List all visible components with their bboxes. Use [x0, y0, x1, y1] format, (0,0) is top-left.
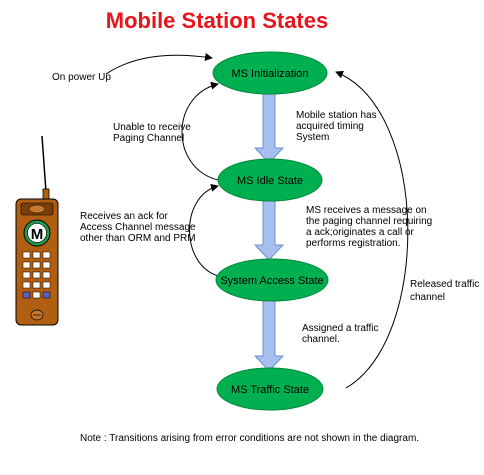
idle-to-access-arrow [253, 200, 285, 261]
idle-to-init-label: Unable to receive Paging Channel [113, 122, 194, 144]
mobile-phone-icon: M [15, 135, 59, 326]
traffic-to-init-label: Released traffic channel [410, 279, 482, 303]
access-to-idle-arrow [189, 183, 219, 277]
diagram-title: Mobile Station States [106, 8, 328, 33]
power-up-label: On power Up [52, 72, 111, 83]
access-to-idle-label: Receives an ack for Access Channel messa… [80, 211, 198, 244]
footnote: Note : Transitions arising from error co… [80, 433, 419, 444]
phone-keypad [22, 251, 51, 299]
state-system-access: System Access State [215, 258, 329, 302]
state-label-idle: MS Idle State [237, 175, 303, 187]
phone-logo: M [31, 226, 44, 243]
state-ms-initialization: MS Initialization [212, 51, 328, 95]
init-to-idle-label: Mobile station has acquired timing Syste… [296, 110, 379, 143]
state-label-system-access: System Access State [220, 275, 323, 287]
init-to-idle-arrow [253, 93, 285, 164]
idle-to-access-label: MS receives a message on the paging chan… [306, 205, 435, 249]
state-label-traffic: MS Traffic State [231, 384, 309, 396]
state-ms-traffic: MS Traffic State [216, 367, 324, 411]
state-label-initialization: MS Initialization [231, 68, 308, 80]
traffic-to-init-arrow [335, 70, 409, 389]
access-to-traffic-arrow [253, 299, 285, 372]
idle-to-init-arrow [181, 81, 219, 181]
power-up-arrow [105, 53, 213, 75]
access-to-traffic-label: Assigned a traffic channel. [302, 323, 381, 345]
state-ms-idle: MS Idle State [217, 158, 323, 202]
